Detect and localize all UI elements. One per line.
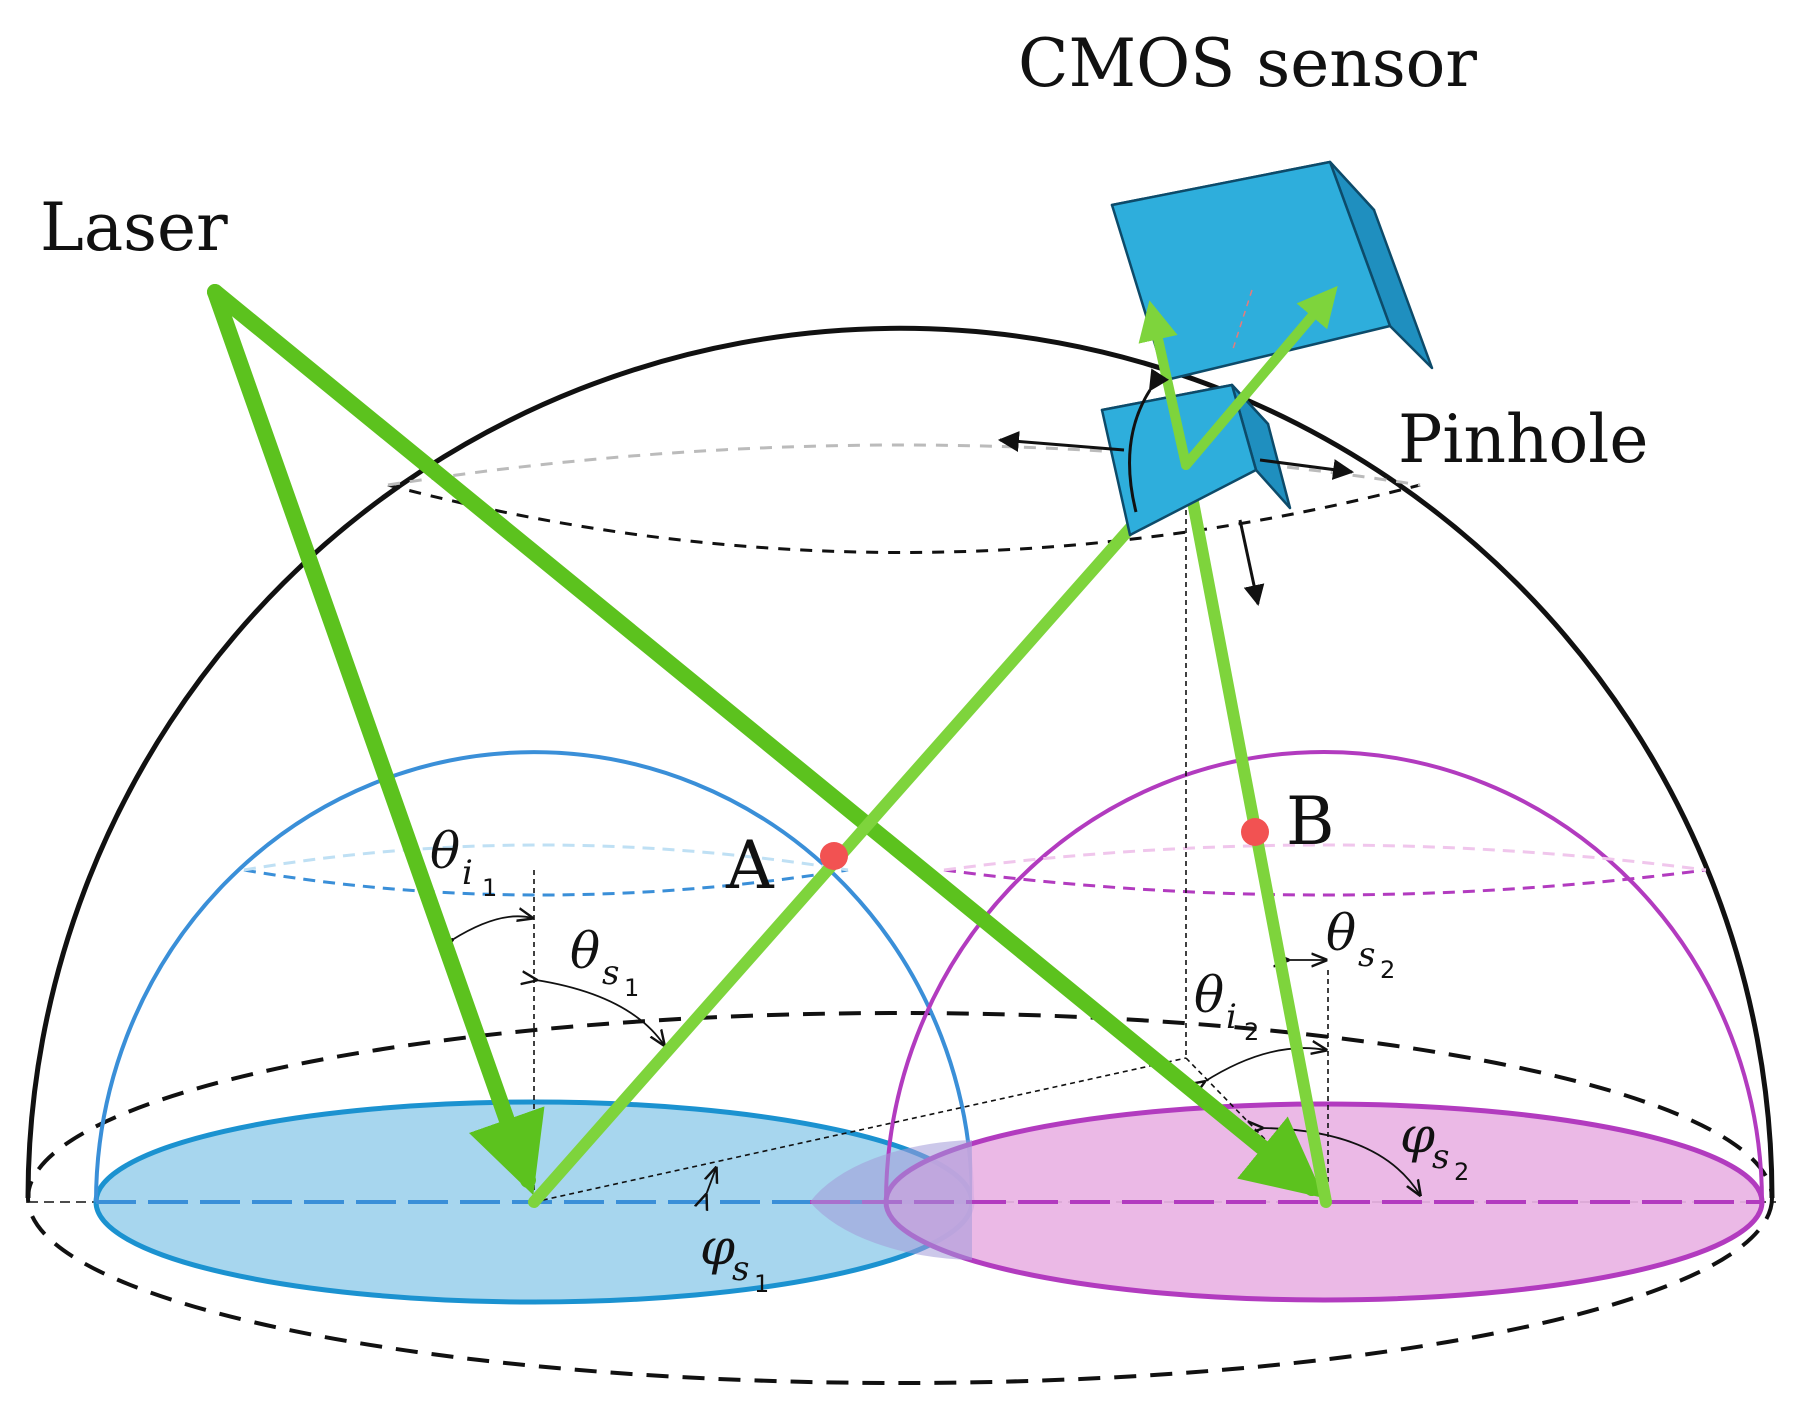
measurement-points	[820, 818, 1269, 870]
svg-text:2: 2	[1244, 1018, 1259, 1046]
svg-text:s: s	[732, 1249, 749, 1289]
cmos-sensor-label: CMOS sensor	[1018, 25, 1477, 102]
point-b-label: B	[1286, 783, 1335, 860]
svg-text:θ: θ	[1194, 966, 1224, 1024]
svg-text:1: 1	[624, 974, 639, 1002]
svg-text:2: 2	[1454, 1158, 1469, 1186]
svg-text:1: 1	[482, 874, 497, 902]
theta-i2-label: θ i 2	[1194, 966, 1259, 1046]
point-a-dot	[820, 842, 848, 870]
svg-text:θ: θ	[570, 922, 600, 980]
svg-text:s: s	[1432, 1137, 1449, 1177]
svg-text:i: i	[1226, 997, 1237, 1037]
theta-i1-label: θ i 1	[430, 822, 497, 902]
svg-text:s: s	[602, 953, 619, 993]
pinhole-label: Pinhole	[1398, 401, 1648, 478]
point-b-dot	[1241, 818, 1269, 846]
svg-text:θ: θ	[1326, 904, 1356, 962]
point-a-label: A	[725, 827, 775, 904]
svg-text:2: 2	[1380, 956, 1395, 984]
svg-text:φ: φ	[1400, 1106, 1435, 1164]
svg-text:θ: θ	[430, 822, 460, 880]
motion-arrows	[997, 368, 1355, 607]
svg-text:s: s	[1358, 935, 1375, 975]
phi-s2-label: φ s 2	[1400, 1106, 1469, 1186]
svg-text:φ: φ	[700, 1218, 735, 1276]
scattered-beams	[528, 459, 1332, 1208]
phi-s1-label: φ s 1	[700, 1218, 769, 1298]
laser-label: Laser	[40, 189, 228, 266]
svg-text:i: i	[462, 853, 473, 893]
theta-s1-label: θ s 1	[570, 922, 639, 1002]
laser-beams	[207, 284, 1325, 1199]
svg-text:1: 1	[754, 1270, 769, 1298]
theta-s2-label: θ s 2	[1326, 904, 1395, 984]
